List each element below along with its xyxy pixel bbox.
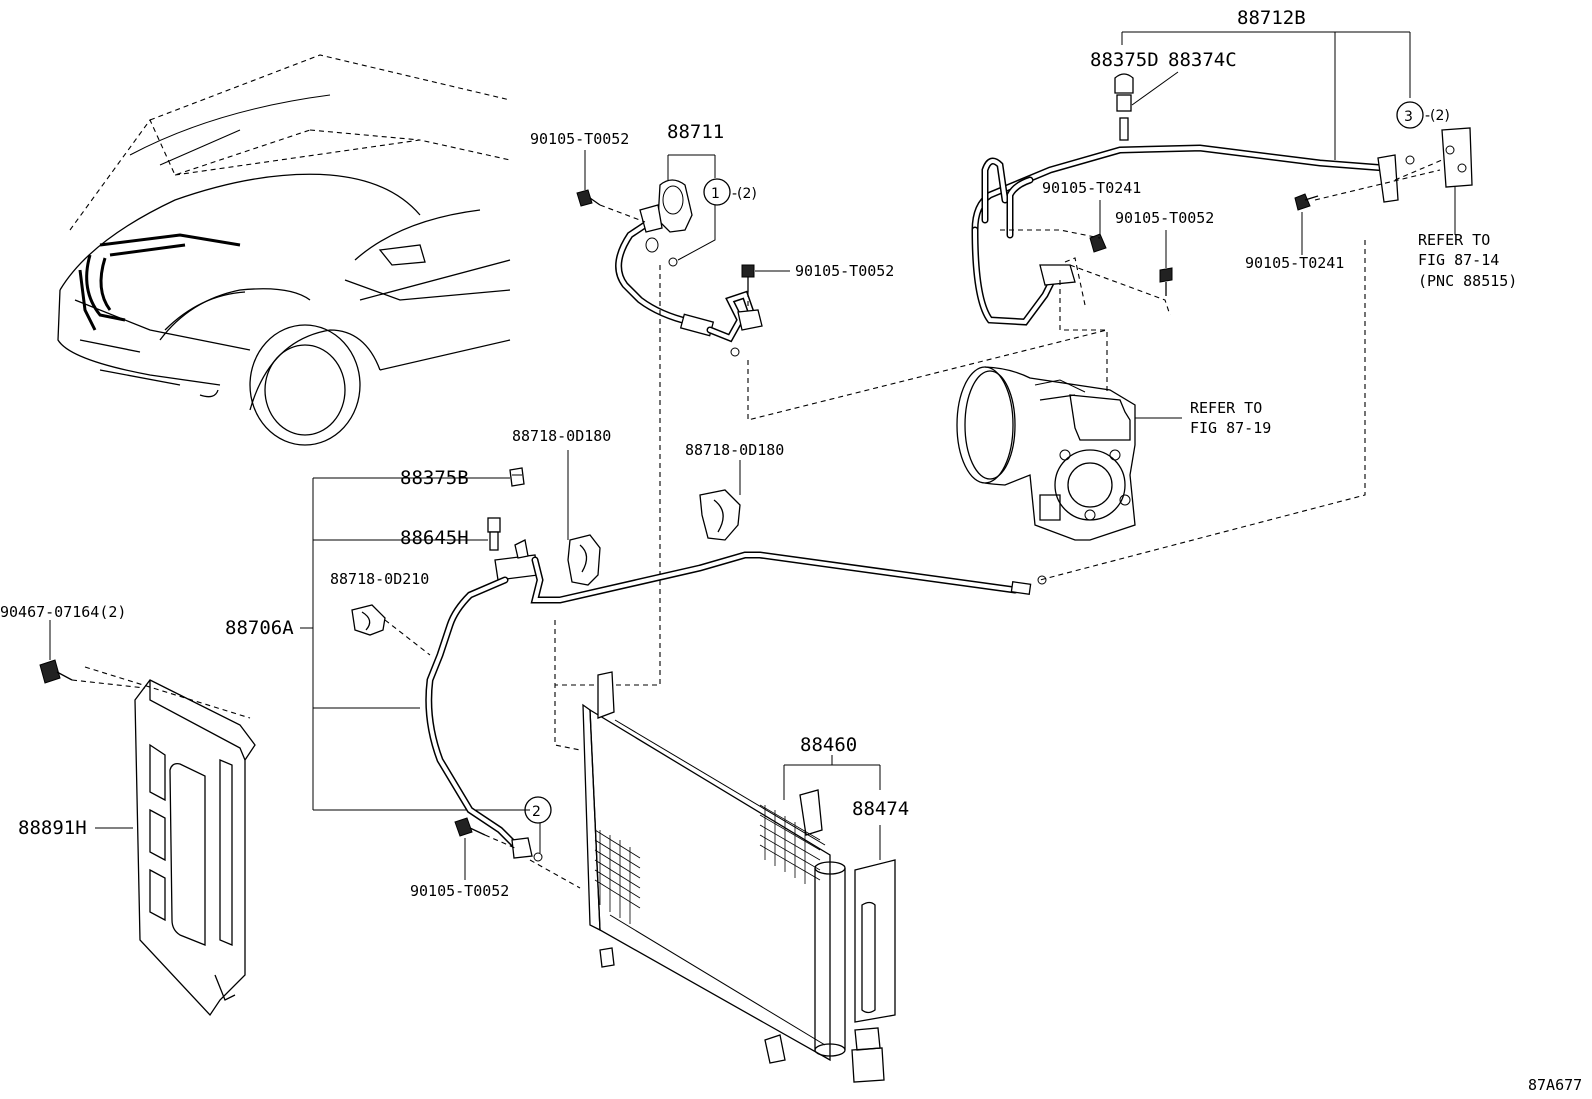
cap-88375d[interactable] bbox=[1114, 73, 1134, 94]
bolt-icon[interactable] bbox=[741, 264, 755, 292]
label-88645h[interactable]: 88645H bbox=[400, 527, 469, 549]
label-88474[interactable]: 88474 bbox=[852, 798, 909, 820]
filter-plug[interactable] bbox=[851, 1027, 885, 1083]
discharge-hose-88711[interactable] bbox=[615, 154, 763, 343]
label-88460[interactable]: 88460 bbox=[800, 734, 857, 756]
screw-icon[interactable] bbox=[39, 659, 73, 684]
condenser-88460[interactable] bbox=[582, 671, 831, 1064]
refer-87-14-line2: FIG 87-14 bbox=[1418, 251, 1499, 269]
svg-text:-(2): -(2) bbox=[732, 186, 757, 202]
refer-87-14-line1: REFER TO bbox=[1418, 231, 1490, 249]
refer-87-14-line3: (PNC 88515) bbox=[1418, 272, 1517, 290]
refer-87-19-line2: FIG 87-19 bbox=[1190, 419, 1271, 437]
o-ring bbox=[668, 257, 678, 267]
o-ring bbox=[533, 852, 543, 862]
callout-3: 3 -(2) bbox=[1396, 101, 1450, 129]
label-90105-t0052-mid[interactable]: 90105-T0052 bbox=[795, 262, 894, 280]
cap-88375b[interactable] bbox=[509, 467, 525, 487]
label-90467-07164[interactable]: 90467-07164(2) bbox=[0, 603, 126, 621]
svg-text:1: 1 bbox=[711, 186, 720, 202]
svg-text:3: 3 bbox=[1404, 109, 1413, 125]
compressor[interactable] bbox=[956, 366, 1136, 541]
label-88375b[interactable]: 88375B bbox=[400, 467, 469, 489]
leader-lines bbox=[474, 477, 510, 541]
bolt-icon[interactable] bbox=[576, 189, 601, 207]
label-88711[interactable]: 88711 bbox=[667, 121, 724, 143]
figure-code: 87A677 bbox=[1528, 1076, 1582, 1094]
callout-1: 1 -(2) bbox=[703, 178, 757, 206]
o-ring bbox=[1405, 155, 1415, 165]
valve-core-88374c[interactable] bbox=[1116, 94, 1132, 112]
label-90105-t0052-top[interactable]: 90105-T0052 bbox=[530, 130, 629, 148]
clamp-88718-0d210[interactable] bbox=[351, 604, 386, 636]
bolt-icon[interactable] bbox=[1294, 193, 1319, 255]
callout-2: 2 bbox=[524, 796, 552, 853]
svg-text:-(2): -(2) bbox=[1425, 108, 1450, 124]
label-88706a[interactable]: 88706A bbox=[225, 617, 294, 639]
svg-text:2: 2 bbox=[532, 804, 541, 820]
refer-87-19-line1: REFER TO bbox=[1190, 399, 1262, 417]
label-90105-t0052-right[interactable]: 90105-T0052 bbox=[1115, 209, 1214, 227]
label-88718-0d180-left[interactable]: 88718-0D180 bbox=[512, 427, 611, 445]
vehicle-outline bbox=[57, 54, 511, 446]
desiccant-88474[interactable] bbox=[854, 825, 896, 1023]
part-labels: 88712B 88375D 88374C 88711 90105-T0052 9… bbox=[0, 7, 1582, 1094]
suction-pipe-88712b[interactable] bbox=[971, 31, 1411, 326]
clamp-88718-0d180-right[interactable] bbox=[699, 489, 741, 541]
clamp-88718-0d180-left[interactable] bbox=[567, 534, 601, 586]
label-88374c[interactable]: 88374C bbox=[1168, 49, 1237, 71]
bolt-icon[interactable] bbox=[1159, 230, 1173, 296]
shroud-88891h[interactable] bbox=[134, 679, 256, 1017]
label-88718-0d180-right[interactable]: 88718-0D180 bbox=[685, 441, 784, 459]
pressure-switch-88645h[interactable] bbox=[487, 517, 501, 551]
label-88712b[interactable]: 88712B bbox=[1237, 7, 1306, 29]
label-90105-t0241-left[interactable]: 90105-T0241 bbox=[1042, 179, 1141, 197]
bolt-icon[interactable] bbox=[454, 817, 486, 837]
bracket-88460 bbox=[783, 755, 881, 800]
label-90105-t0241-right[interactable]: 90105-T0241 bbox=[1245, 254, 1344, 272]
label-88718-0d210[interactable]: 88718-0D210 bbox=[330, 570, 429, 588]
receiver-tank[interactable] bbox=[814, 861, 846, 1057]
label-88375d[interactable]: 88375D bbox=[1090, 49, 1159, 71]
o-ring bbox=[730, 347, 740, 357]
o-ring bbox=[1037, 575, 1047, 585]
bolt-icon[interactable] bbox=[1089, 200, 1107, 253]
bracket-88706a bbox=[300, 477, 530, 811]
expansion-valve[interactable] bbox=[1441, 127, 1473, 235]
liquid-pipe-88706a[interactable] bbox=[425, 539, 1032, 859]
label-90105-t0052-bottom[interactable]: 90105-T0052 bbox=[410, 882, 509, 900]
label-88891h[interactable]: 88891H bbox=[18, 817, 87, 839]
